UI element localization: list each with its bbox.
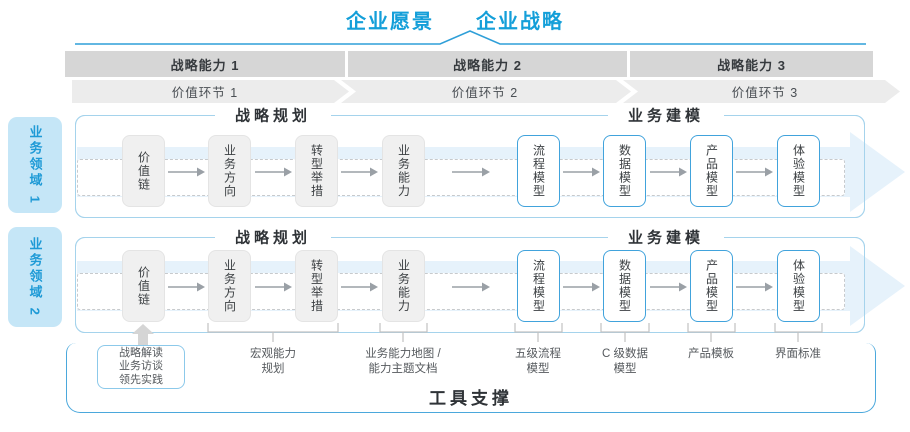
node-transformation-initiatives: 转型举措: [295, 250, 338, 322]
node-label: 产品模型: [704, 259, 719, 313]
annotation-macro-capability-planning: 宏观能力 规划: [250, 348, 296, 375]
node-product-model: 产品模型: [690, 250, 733, 322]
node-value-chain: 价值链: [122, 135, 165, 207]
sources-box: 战略解读 业务访谈 领先实践: [97, 345, 185, 389]
node-label: 体验模型: [791, 259, 806, 313]
value-link-2: 价值环节 2: [425, 80, 545, 103]
value-link-1: 价值环节 1: [145, 80, 265, 103]
node-label: 价值链: [136, 265, 151, 307]
annotation-capability-map: 业务能力地图 / 能力主题文档: [365, 348, 441, 375]
capability-bar-label: 战略能力 2: [453, 57, 522, 73]
capability-bar-1: 战略能力 1: [65, 51, 345, 77]
node-experience-model: 体验模型: [777, 250, 820, 322]
sources-line: 业务访谈: [119, 360, 163, 373]
node-label: 数据模型: [617, 259, 632, 313]
node-business-capability: 业务能力: [382, 135, 425, 207]
capability-bar-label: 战略能力 3: [717, 57, 786, 73]
business-domain-2: 业务领域 2: [8, 227, 62, 327]
node-value-chain: 价值链: [122, 250, 165, 322]
node-label: 转型举措: [309, 144, 324, 198]
business-domain-label: 业务领域 2: [27, 236, 43, 318]
value-link-label: 价值环节 3: [731, 86, 799, 100]
node-label: 体验模型: [791, 144, 806, 198]
node-label: 产品模型: [704, 144, 719, 198]
node-business-direction: 业务方向: [208, 250, 251, 322]
sources-line: 战略解读: [119, 346, 163, 359]
node-label: 业务方向: [222, 144, 237, 198]
annotation-brackets: [132, 323, 823, 346]
strategy-title: 企业战略: [476, 11, 564, 33]
caret-line: [75, 30, 866, 45]
business-domain-label: 业务领域 1: [27, 124, 43, 206]
flow-arrows: [168, 167, 773, 177]
value-link-label: 价值环节 1: [171, 86, 239, 100]
section-header-strategic-planning: 战略规划: [214, 104, 332, 126]
node-label: 业务能力: [396, 259, 411, 313]
annotation-five-level-process-model: 五级流程 模型: [515, 348, 561, 375]
node-label: 价值链: [136, 150, 151, 192]
section-header-strategic-planning: 战略规划: [214, 226, 332, 248]
capability-bar-3: 战略能力 3: [630, 51, 873, 77]
capability-bar-label: 战略能力 1: [170, 57, 240, 73]
flow-arrows: [168, 282, 773, 292]
node-data-model: 数据模型: [603, 135, 646, 207]
node-label: 业务能力: [396, 144, 411, 198]
diagram-title: 企业愿景 企业战略: [0, 5, 910, 34]
node-label: 转型举措: [309, 259, 324, 313]
section-header-business-modeling: 业务建模: [607, 104, 725, 126]
sources-line: 领先实践: [119, 373, 163, 386]
annotation-product-template: 产品模板: [688, 348, 734, 360]
node-process-model: 流程模型: [517, 135, 560, 207]
node-label: 流程模型: [531, 144, 546, 198]
tool-support-label: 工具支撑: [429, 389, 513, 408]
up-arrow-icon: [132, 324, 154, 346]
node-product-model: 产品模型: [690, 135, 733, 207]
tool-support-container: 工具支撑: [66, 343, 876, 413]
annotation-c-level-data-model: C 级数据 模型: [602, 348, 648, 375]
value-chain-chevrons: [72, 80, 900, 103]
node-process-model: 流程模型: [517, 250, 560, 322]
node-transformation-initiatives: 转型举措: [295, 135, 338, 207]
node-label: 流程模型: [531, 259, 546, 313]
vision-title: 企业愿景: [346, 11, 434, 33]
annotation-ui-standard: 界面标准: [775, 348, 821, 360]
capability-bar-2: 战略能力 2: [348, 51, 627, 77]
section-header-business-modeling: 业务建模: [607, 226, 725, 248]
node-business-direction: 业务方向: [208, 135, 251, 207]
node-experience-model: 体验模型: [777, 135, 820, 207]
node-label: 业务方向: [222, 259, 237, 313]
node-business-capability: 业务能力: [382, 250, 425, 322]
node-label: 数据模型: [617, 144, 632, 198]
value-link-3: 价值环节 3: [705, 80, 825, 103]
business-domain-1: 业务领域 1: [8, 117, 62, 213]
value-link-label: 价值环节 2: [451, 86, 519, 100]
node-data-model: 数据模型: [603, 250, 646, 322]
